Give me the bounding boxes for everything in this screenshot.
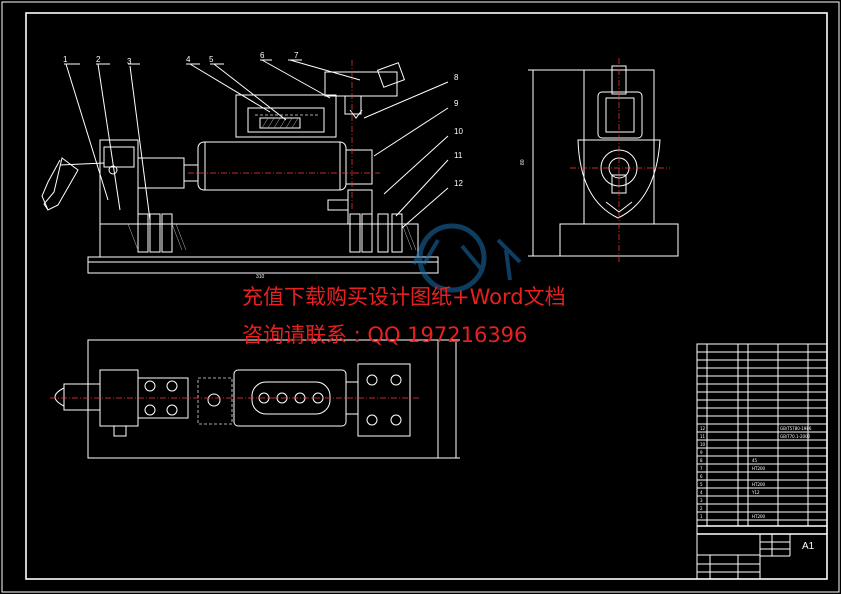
watermark-logo: [412, 223, 522, 293]
tb-std-12: GB/T5780-1986: [780, 426, 812, 431]
part-label-1: 1: [63, 55, 68, 64]
tb-row-2: 2: [700, 506, 703, 511]
tb-std-11: GB/T70.1-2000: [780, 434, 811, 439]
tb-row-8: 8: [700, 458, 703, 463]
cylinder-barrel: [197, 141, 347, 191]
tb-mat-4: Y12: [751, 490, 760, 495]
base-bolts: [137, 213, 403, 253]
title-block: A1: [696, 343, 828, 580]
clamp-head: [235, 94, 337, 138]
part-label-6: 6: [260, 51, 265, 60]
tb-row-5: 5: [700, 482, 703, 487]
top-view: [50, 339, 460, 459]
tb-row-9: 9: [700, 450, 703, 455]
part-labels: 1 2 3 4 5 6 7 8 9 10 11 12 310: [63, 51, 463, 280]
tb-row-12: 12: [700, 426, 706, 431]
part-label-4: 4: [186, 55, 191, 64]
part-label-5: 5: [209, 55, 214, 64]
tb-row-4: 4: [700, 490, 703, 495]
title-block-rows: 12 11 10 9 8 7 6 5 4 3 2 1 GB/T5780-1986…: [700, 426, 812, 519]
tb-row-6: 6: [700, 474, 703, 479]
tb-mat-8: 45: [752, 458, 758, 463]
side-view: 80: [520, 58, 679, 262]
part-label-2: 2: [96, 55, 101, 64]
dimension-side: 80: [520, 159, 526, 165]
tb-mat-1: HT200: [752, 514, 766, 519]
tb-row-10: 10: [700, 442, 706, 447]
dimension-bottom: 310: [256, 274, 265, 280]
clamp-handle: [43, 157, 79, 211]
part-label-8: 8: [454, 73, 459, 82]
front-view: [41, 59, 449, 274]
part-label-10: 10: [454, 127, 463, 136]
watermark-line-2: 咨询请联系 : QQ 197216396: [242, 323, 527, 347]
part-label-9: 9: [454, 99, 459, 108]
part-label-7: 7: [294, 51, 299, 60]
part-label-11: 11: [454, 151, 463, 160]
watermark-line-1: 充值下载购买设计图纸+Word文档: [242, 285, 566, 309]
drawing-frame: [25, 12, 828, 580]
part-label-3: 3: [127, 57, 132, 66]
tb-row-7: 7: [700, 466, 703, 471]
tb-row-11: 11: [700, 434, 706, 439]
tb-mat-5: HT200: [752, 482, 766, 487]
tb-mat-7: HT200: [752, 466, 766, 471]
sheet-size-code: A1: [802, 541, 815, 552]
tb-row-3: 3: [700, 498, 703, 503]
part-label-12: 12: [454, 179, 463, 188]
tb-row-1: 1: [700, 514, 703, 519]
